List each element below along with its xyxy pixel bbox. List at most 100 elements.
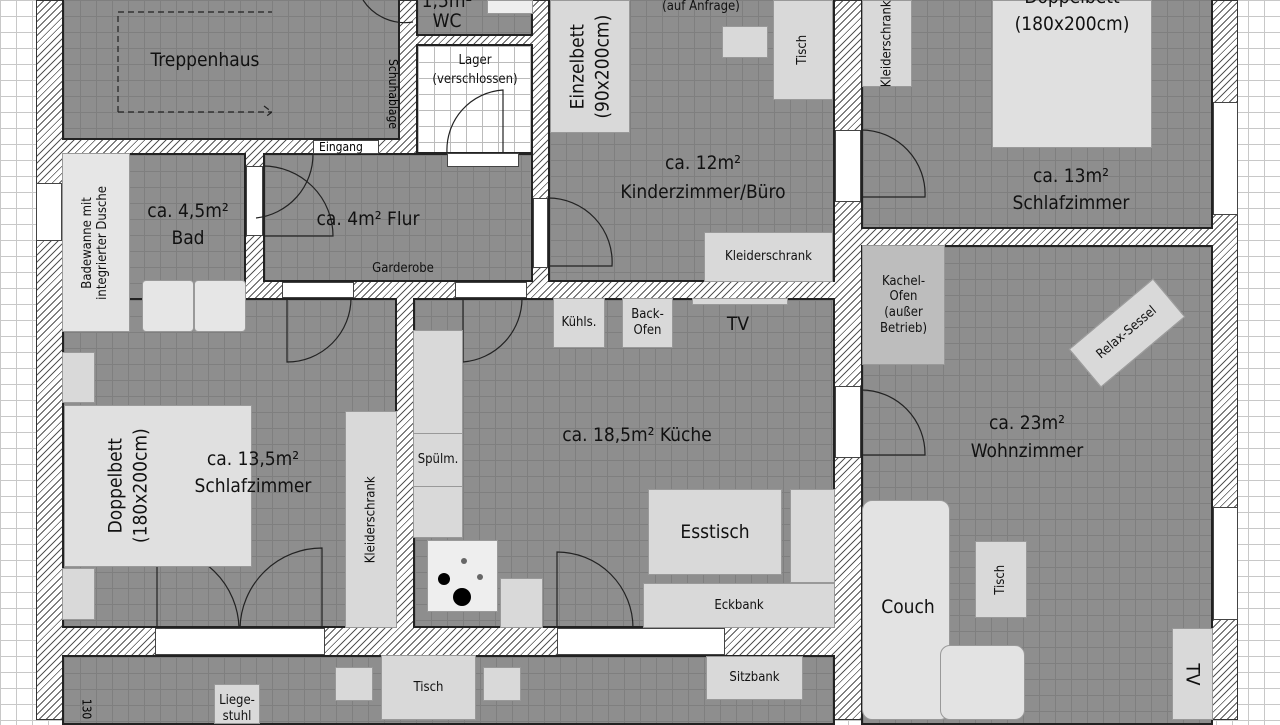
kids-label: Kinderzimmer/Büro — [620, 181, 786, 203]
bedroom-right-area: ca. 13m² — [1033, 165, 1109, 187]
coffee-table: Tisch — [975, 541, 1027, 618]
couch-label: Couch — [881, 596, 935, 618]
single-bed-label: Einzelbett — [566, 23, 589, 110]
kids-wardrobe-label: Kleiderschrank — [725, 249, 812, 265]
stairwell-label: Treppenhaus — [150, 49, 260, 71]
lounger-label-2: stuhl — [222, 708, 252, 724]
stove-label-1: Kachel- — [881, 273, 926, 289]
stove-label-4: Betrieb) — [879, 320, 928, 336]
living-tv-label: TV — [1181, 662, 1204, 686]
double-bed-right-label: Doppelbett — [1024, 0, 1119, 11]
couch — [862, 500, 950, 720]
bedroom-right-label: Schlafzimmer — [1012, 192, 1130, 214]
door-opening — [835, 130, 861, 202]
kitchen-cabinet — [500, 578, 543, 628]
bench-label: Sitzbank — [729, 670, 780, 686]
living-tv: TV — [1172, 628, 1213, 720]
bedroom-left-label: Schlafzimmer — [194, 475, 312, 497]
door-opening — [447, 153, 519, 167]
fridge: Kühls. — [553, 298, 605, 348]
wc-label: WC — [432, 10, 462, 32]
sink-label: Spülm. — [417, 452, 459, 468]
window — [1213, 507, 1238, 620]
chair — [335, 667, 373, 701]
chair — [483, 667, 521, 701]
corner-bench — [790, 489, 835, 583]
left-wardrobe: Kleiderschrank — [345, 411, 397, 628]
desk: Tisch — [773, 0, 833, 100]
bench: Sitzbank — [706, 656, 803, 700]
hall-label: ca. 4m² Flur — [316, 208, 420, 230]
kitchen-tv-label: TV — [726, 313, 750, 335]
coffee-table-label: Tisch — [993, 564, 1009, 595]
nightstand — [62, 352, 95, 403]
dining-table: Esstisch — [648, 489, 782, 575]
bedroom-left-area: ca. 13,5m² — [206, 448, 300, 470]
bath-area: ca. 4,5m² — [147, 200, 229, 222]
fridge-label: Kühls. — [561, 315, 597, 331]
stove-label-3: (außer — [884, 305, 923, 320]
sink — [194, 280, 246, 332]
door-opening — [246, 166, 263, 236]
right-wardrobe-label: Kleiderschrank — [879, 0, 895, 87]
living-area: ca. 23m² — [989, 412, 1065, 434]
stove-burners-icon — [438, 558, 483, 606]
bath-label: Bad — [171, 227, 205, 249]
storage-label: Lager — [458, 53, 492, 68]
sink — [142, 280, 194, 332]
desk-chair — [722, 26, 768, 58]
kids-area: ca. 12m² — [665, 152, 741, 174]
oven-label-1: Back- — [631, 307, 664, 323]
couch — [940, 645, 1025, 720]
stove — [427, 540, 498, 612]
double-bed-left-size: (180x200cm) — [129, 428, 151, 544]
door-opening — [835, 386, 861, 458]
lounger: Liege-stuhl — [214, 684, 260, 724]
lounger-label-1: Liege- — [219, 693, 255, 708]
right-wardrobe: Kleiderschrank — [862, 0, 912, 87]
room-stairwell — [62, 0, 400, 140]
desk-label: Tisch — [795, 35, 811, 65]
window — [36, 183, 62, 241]
bathtub-label-2: integrierter Dusche — [95, 185, 111, 300]
door-opening — [557, 628, 725, 655]
left-wardrobe-label: Kleiderschrank — [363, 476, 379, 563]
corner-bench: Eckbank — [643, 583, 835, 628]
single-bed-size: (90x200cm) — [591, 14, 613, 119]
single-bed-note: (auf Anfrage) — [662, 0, 740, 14]
coat-rack-label: Garderobe — [372, 261, 434, 276]
bathtub-label-1: Badewanne mit — [80, 196, 96, 289]
kitchen-label: ca. 18,5m² Küche — [562, 424, 712, 446]
shoe-rack-label: Schuhablage — [385, 59, 400, 129]
wc-area: 1,5m² — [421, 0, 473, 12]
dimension-label: 130 — [79, 698, 94, 720]
living-label: Wohnzimmer — [970, 440, 1084, 462]
window — [1213, 102, 1238, 215]
entrance-opening — [313, 140, 379, 154]
kids-wardrobe: Kleiderschrank — [704, 232, 833, 282]
double-bed-left: Doppelbett(180x200cm) — [64, 405, 252, 567]
room-hall — [263, 153, 533, 282]
oven-label-2: Ofen — [633, 323, 662, 338]
toilet — [487, 0, 533, 14]
room-bedroom-left — [62, 298, 397, 628]
terrace-table: Tisch — [381, 655, 476, 720]
double-bed-right — [992, 0, 1152, 148]
double-bed-left-label: Doppelbett — [104, 438, 127, 534]
nightstand — [62, 568, 95, 620]
kitchen-tv — [692, 298, 788, 305]
entrance-label: Eingang — [319, 140, 363, 154]
door-opening — [455, 282, 527, 298]
sink-unit: Spülm. — [413, 433, 463, 487]
stove-label-2: Ofen — [889, 289, 918, 305]
double-bed-right-size: (180x200cm) — [1014, 13, 1130, 35]
door-opening — [282, 282, 354, 298]
corner-bench-label: Eckbank — [714, 597, 764, 613]
dining-table-label: Esstisch — [680, 520, 750, 543]
oven: Back-Ofen — [622, 298, 673, 348]
terrace-table-label: Tisch — [413, 679, 444, 695]
storage-note: (verschlossen) — [432, 72, 518, 87]
